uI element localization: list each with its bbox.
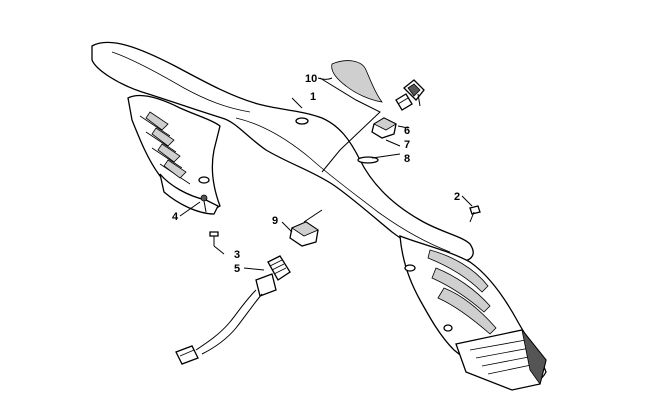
- key-knob-part-6: [395, 79, 425, 111]
- grommet-part-9: [289, 221, 319, 247]
- main-bar-assembly: [91, 41, 547, 391]
- callout-3: 3: [234, 249, 240, 261]
- nut-part-7: [371, 117, 397, 139]
- callout-2: 2: [454, 191, 460, 203]
- callout-5: 5: [234, 263, 240, 275]
- callout-1: 1: [310, 91, 316, 103]
- callout-10: 10: [305, 73, 317, 85]
- callout-7: 7: [404, 139, 410, 151]
- washer-part-8: [357, 156, 379, 164]
- callout-9: 9: [272, 215, 278, 227]
- screw-part-2: [469, 205, 481, 223]
- decal-part-10: [331, 60, 383, 103]
- screw-part-4: [200, 194, 208, 213]
- callout-6: 6: [404, 125, 410, 137]
- callout-4: 4: [172, 211, 179, 223]
- bulb-socket-part-5: [175, 255, 291, 365]
- callout-8: 8: [404, 153, 410, 165]
- leader-lines: [179, 77, 473, 271]
- screw-part-3: [209, 231, 219, 246]
